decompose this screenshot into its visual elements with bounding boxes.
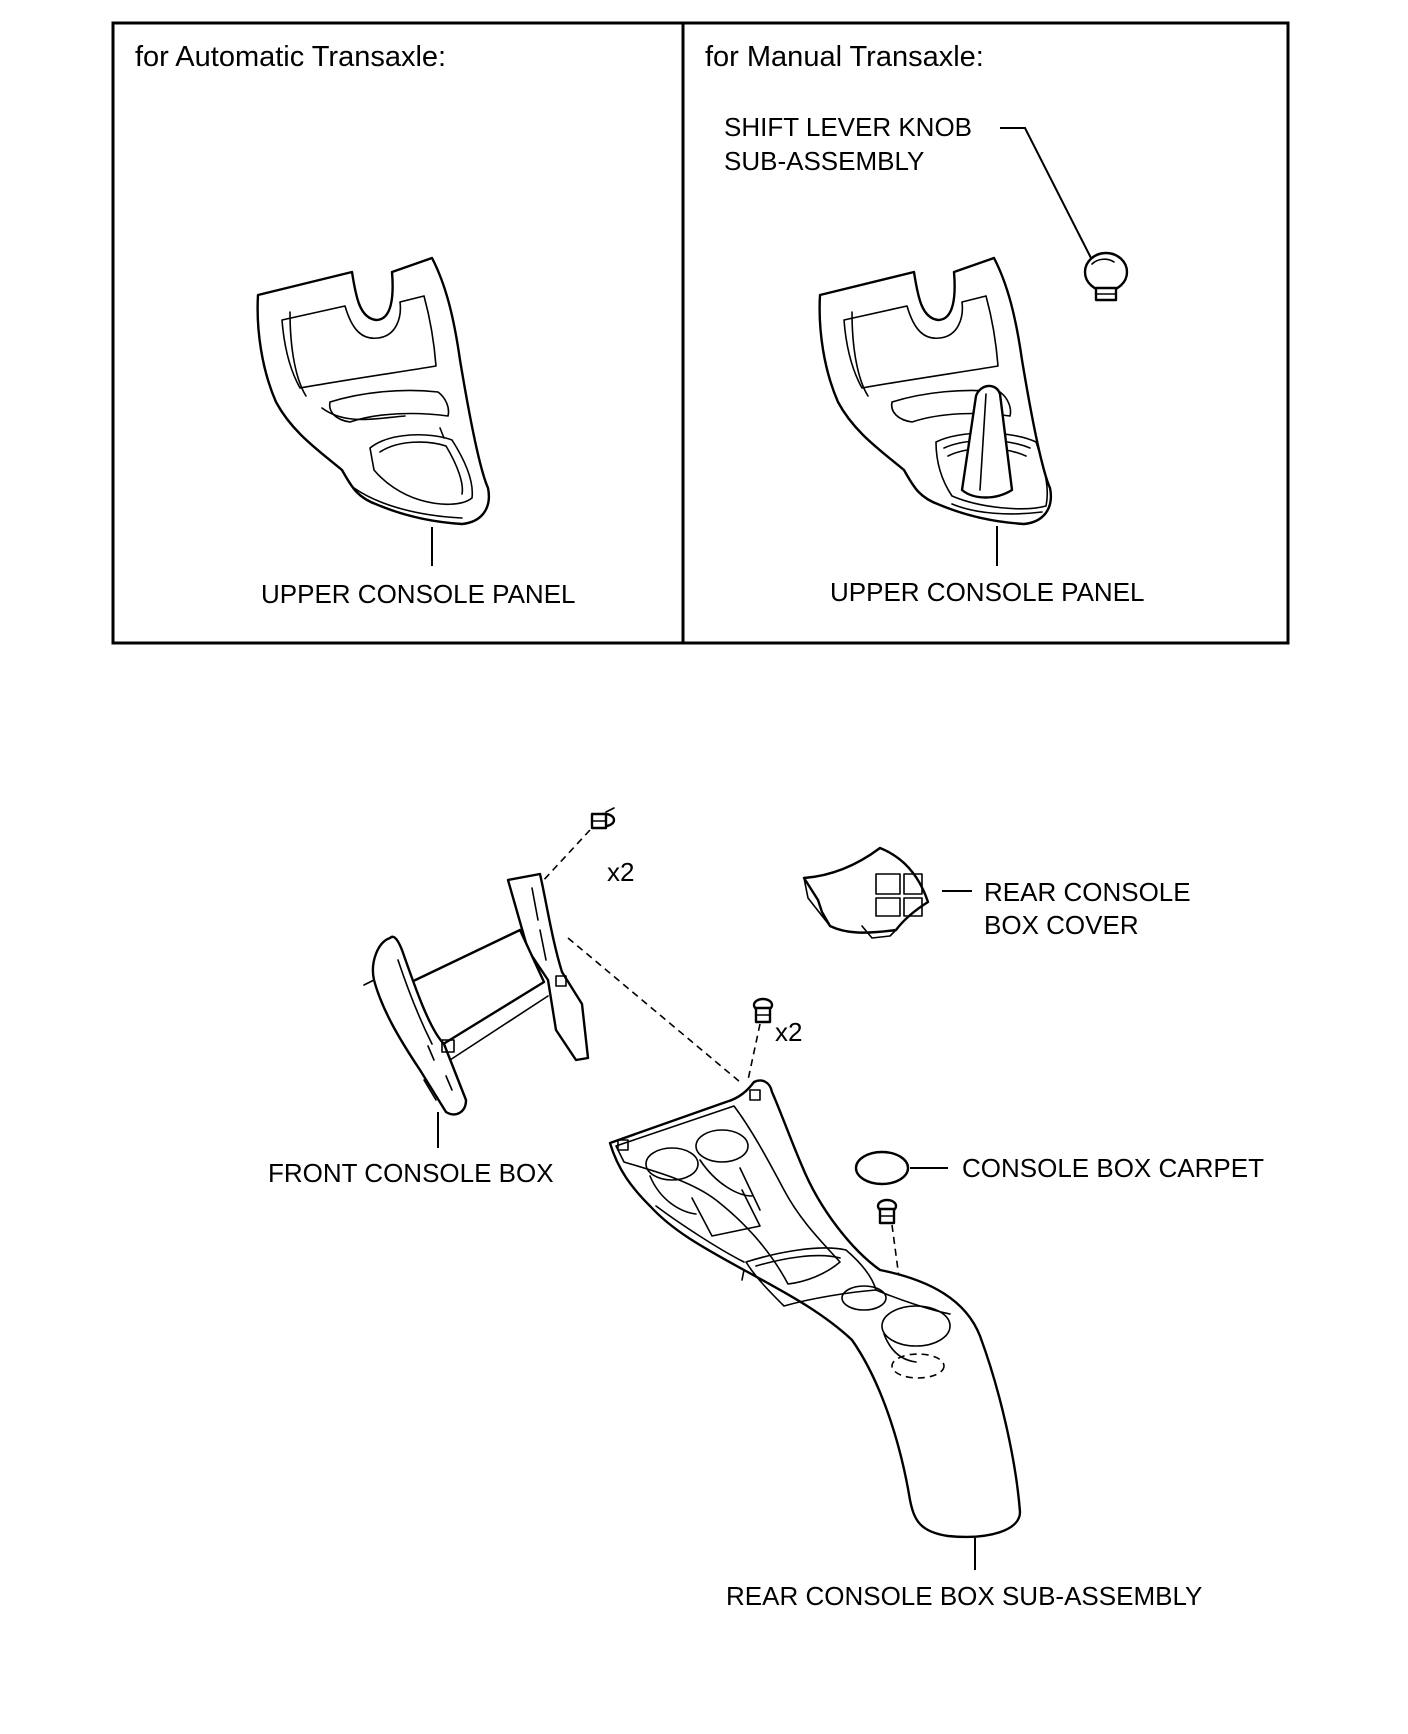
rear-console-box-cover-illustration (802, 846, 930, 939)
screw-middle-quantity: x2 (775, 1017, 802, 1047)
automatic-panel: for Automatic Transaxle: UPPER CONSOLE P… (135, 41, 576, 609)
screw-middle-dash-line (747, 1023, 761, 1081)
rear-console-box-illustration (608, 1079, 1022, 1538)
upper-console-panel-auto-label: UPPER CONSOLE PANEL (261, 579, 576, 609)
console-box-carpet-label: CONSOLE BOX CARPET (962, 1153, 1264, 1183)
panels-border (111, 21, 1290, 645)
screw-rear-icon (876, 1198, 898, 1225)
variant-panels-frame (111, 21, 1290, 645)
automatic-heading: for Automatic Transaxle: (135, 41, 446, 73)
screw-top-icon (590, 807, 616, 830)
manual-panel: for Manual Transaxle: SHIFT LEVER KNOB S… (705, 41, 1145, 607)
shift-lever-knob-leader (1000, 127, 1093, 261)
shift-lever-knob-illustration (1083, 251, 1129, 302)
screw-top-dash-line (539, 829, 591, 885)
screw-middle-icon (752, 997, 774, 1024)
front-console-box-label: FRONT CONSOLE BOX (268, 1158, 554, 1188)
alignment-dash-line (567, 937, 741, 1083)
console-box-carpet-illustration (854, 1150, 910, 1186)
rear-console-box-cover-label-line2: BOX COVER (984, 910, 1139, 940)
shift-lever-knob-label-line1: SHIFT LEVER KNOB (724, 112, 972, 142)
rear-console-box-cover-label-line1: REAR CONSOLE (984, 877, 1191, 907)
screw-top-quantity: x2 (607, 857, 634, 887)
manual-heading: for Manual Transaxle: (705, 41, 984, 73)
upper-console-panel-manual-label: UPPER CONSOLE PANEL (830, 577, 1145, 607)
shift-lever-knob-label-line2: SUB-ASSEMBLY (724, 146, 924, 176)
upper-console-panel-manual-illustration (818, 256, 1053, 526)
exploded-assembly: x2 FRONT CONSOLE BOX (268, 807, 1264, 1611)
rear-console-box-label: REAR CONSOLE BOX SUB-ASSEMBLY (726, 1581, 1202, 1611)
upper-console-panel-auto-illustration (256, 256, 491, 526)
front-console-box-illustration (363, 872, 590, 1116)
